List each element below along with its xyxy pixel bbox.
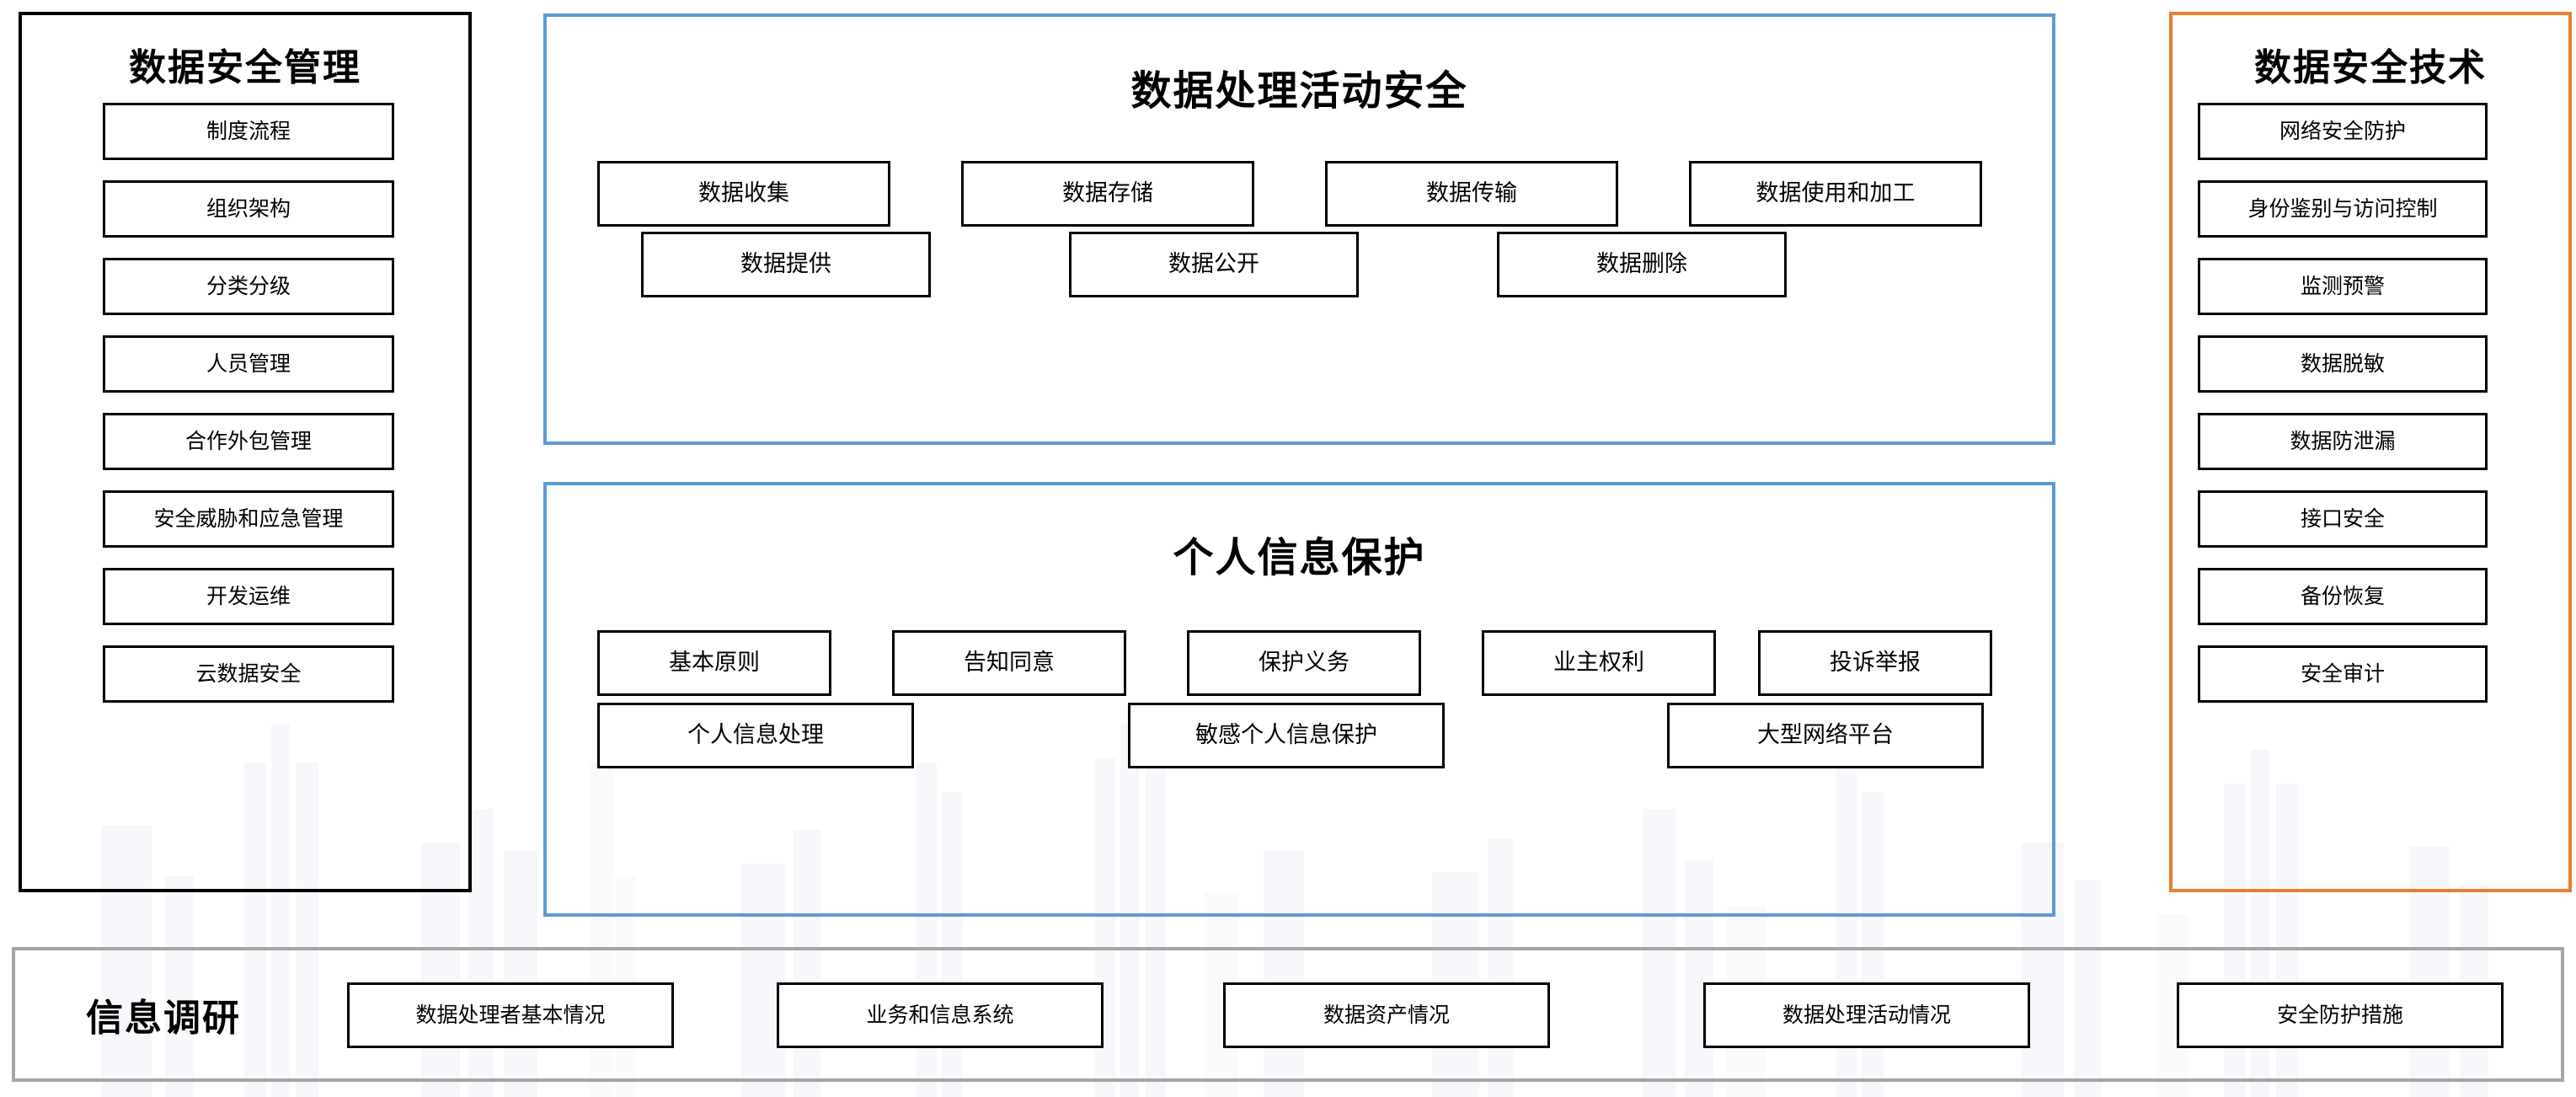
node-management-item-8[interactable]: 云数据安全 [103, 645, 394, 703]
panel-title-privacy: 个人信息保护 [1173, 536, 1426, 581]
node-management-item-3[interactable]: 分类分级 [103, 258, 394, 315]
node-survey-security-measures[interactable]: 安全防护措施 [2177, 982, 2504, 1048]
panel-data-security-technology: 数据安全技术 网络安全防护 身份鉴别与访问控制 监测预警 数据脱敏 数据防泄漏 … [2169, 12, 2572, 892]
node-tech-item-1[interactable]: 网络安全防护 [2198, 103, 2488, 160]
node-tech-item-8[interactable]: 安全审计 [2198, 645, 2488, 703]
node-privacy-notice-consent[interactable]: 告知同意 [892, 630, 1126, 696]
node-privacy-sensitive-pi[interactable]: 敏感个人信息保护 [1128, 703, 1445, 768]
node-management-item-2[interactable]: 组织架构 [103, 180, 394, 238]
node-management-item-6[interactable]: 安全威胁和应急管理 [103, 490, 394, 548]
panel-title-tech: 数据安全技术 [2254, 47, 2487, 88]
node-tech-item-7[interactable]: 备份恢复 [2198, 568, 2488, 625]
panel-title-management: 数据安全管理 [129, 47, 361, 88]
node-processing-transmit[interactable]: 数据传输 [1325, 161, 1618, 227]
panel-personal-information-protection: 个人信息保护 基本原则 告知同意 保护义务 业主权利 投诉举报 个人信息处理 敏… [543, 482, 2055, 917]
node-management-item-1[interactable]: 制度流程 [103, 103, 394, 160]
node-processing-delete[interactable]: 数据删除 [1497, 232, 1787, 297]
node-processing-storage[interactable]: 数据存储 [961, 161, 1254, 227]
node-processing-use[interactable]: 数据使用和加工 [1689, 161, 1982, 227]
node-survey-processing-status[interactable]: 数据处理活动情况 [1703, 982, 2030, 1048]
panel-data-security-management: 数据安全管理 制度流程 组织架构 分类分级 人员管理 合作外包管理 安全威胁和应… [19, 12, 472, 892]
node-tech-item-6[interactable]: 接口安全 [2198, 490, 2488, 548]
node-survey-business-systems[interactable]: 业务和信息系统 [777, 982, 1104, 1048]
node-tech-item-4[interactable]: 数据脱敏 [2198, 335, 2488, 393]
node-tech-item-3[interactable]: 监测预警 [2198, 258, 2488, 315]
node-survey-data-assets[interactable]: 数据资产情况 [1223, 982, 1550, 1048]
node-tech-item-2[interactable]: 身份鉴别与访问控制 [2198, 180, 2488, 238]
node-privacy-large-platform[interactable]: 大型网络平台 [1667, 703, 1984, 768]
node-management-item-5[interactable]: 合作外包管理 [103, 413, 394, 470]
panel-title-processing: 数据处理活动安全 [1130, 69, 1468, 114]
node-processing-provide[interactable]: 数据提供 [641, 232, 931, 297]
panel-data-processing-activity-security: 数据处理活动安全 数据收集 数据存储 数据传输 数据使用和加工 数据提供 数据公… [543, 13, 2055, 445]
panel-information-survey: 信息调研 数据处理者基本情况 业务和信息系统 数据资产情况 数据处理活动情况 安… [12, 947, 2564, 1082]
panel-title-survey: 信息调研 [86, 998, 241, 1039]
node-survey-processor-profile[interactable]: 数据处理者基本情况 [347, 982, 674, 1048]
node-privacy-pi-processing[interactable]: 个人信息处理 [597, 703, 914, 768]
node-tech-item-5[interactable]: 数据防泄漏 [2198, 413, 2488, 470]
node-privacy-principles[interactable]: 基本原则 [597, 630, 831, 696]
node-privacy-complaints[interactable]: 投诉举报 [1758, 630, 1992, 696]
node-management-item-4[interactable]: 人员管理 [103, 335, 394, 393]
node-processing-collect[interactable]: 数据收集 [597, 161, 890, 227]
node-privacy-obligations[interactable]: 保护义务 [1187, 630, 1421, 696]
node-privacy-owner-rights[interactable]: 业主权利 [1482, 630, 1716, 696]
node-processing-disclose[interactable]: 数据公开 [1069, 232, 1359, 297]
node-management-item-7[interactable]: 开发运维 [103, 568, 394, 625]
